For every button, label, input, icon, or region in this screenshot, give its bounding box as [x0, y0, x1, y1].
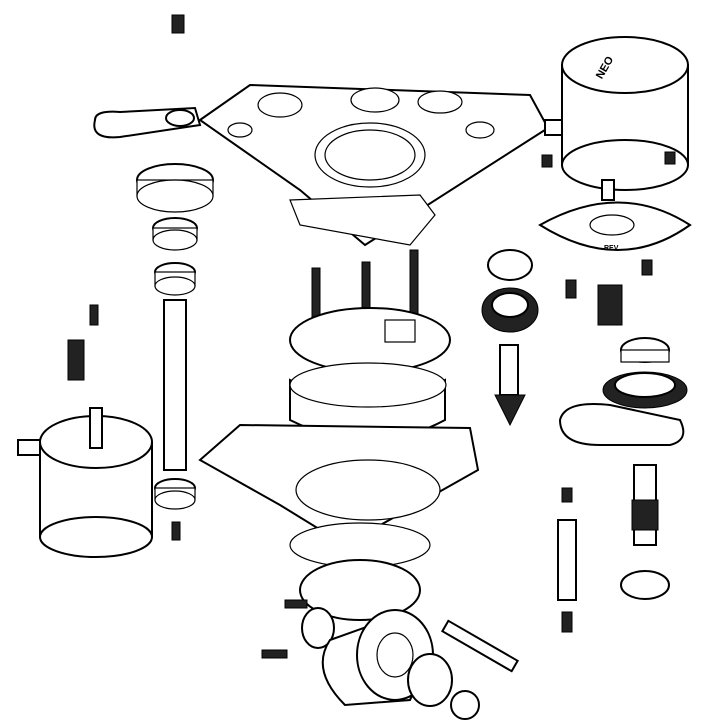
bottom-plate: [198, 423, 480, 621]
wheel-assembly: [261, 599, 520, 720]
right-pulley-stack: [557, 337, 688, 633]
top-plate: [198, 83, 550, 247]
left-belt-pulley: [93, 14, 214, 541]
middle-gears: [481, 249, 623, 427]
right-motor: NEO REV: [538, 36, 692, 276]
left-motor: [17, 304, 153, 558]
plate-brand-logo: REV: [604, 245, 619, 252]
